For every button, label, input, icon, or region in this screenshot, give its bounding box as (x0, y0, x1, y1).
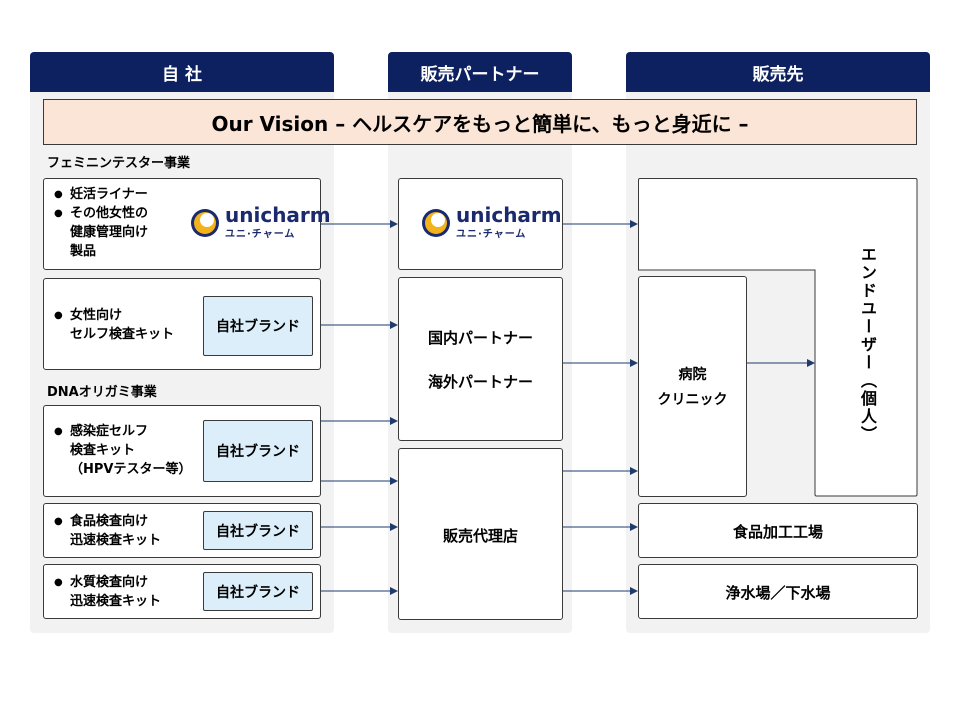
water-plant-label: 浄水場／下水場 (725, 584, 831, 602)
vision-banner: Our Vision – ヘルスケアをもっと簡単に、もっと身近に – (43, 99, 917, 145)
own-product-box-2: 女性向け セルフ検査キット 自社ブランド (43, 278, 321, 370)
domestic-partner-label: 国内パートナー (427, 329, 533, 347)
food-factory-box: 食品加工工場 (638, 503, 918, 558)
product-list: 水質検査向け 迅速検査キット (54, 573, 161, 611)
partner-unicharm-box: unicharm ユニ·チャーム (398, 178, 563, 270)
sales-partner-header: 販売パートナー (388, 52, 572, 92)
list-item: 妊活ライナー (54, 185, 148, 204)
logo-sub: ユニ·チャーム (225, 229, 296, 240)
own-product-box-5: 水質検査向け 迅速検査キット 自社ブランド (43, 564, 321, 619)
list-item: 女性向け セルフ検査キット (54, 306, 174, 344)
list-item: 食品検査向け 迅速検査キット (54, 512, 161, 550)
logo-word: unicharm (225, 203, 331, 227)
clinic-label: クリニック (657, 392, 728, 408)
own-brand-badge: 自社ブランド (203, 511, 313, 550)
partner-agency-box: 販売代理店 (398, 448, 563, 620)
end-user-box (638, 178, 918, 497)
own-brand-badge: 自社ブランド (203, 572, 313, 611)
logo-word: unicharm (456, 203, 562, 227)
unicharm-logo: unicharm ユニ·チャーム (190, 205, 331, 240)
food-factory-label: 食品加工工場 (732, 523, 823, 541)
end-user-label: エンドユーザー（個人） (858, 246, 877, 444)
hospital-label: 病院 (678, 367, 707, 383)
unicharm-logo: unicharm ユニ·チャーム (421, 205, 562, 240)
own-product-box-3: 感染症セルフ 検査キット （HPVテスター等） 自社ブランド (43, 405, 321, 497)
hospital-clinic-box: 病院 クリニック (638, 276, 747, 497)
sales-agency-label: 販売代理店 (442, 527, 518, 545)
overseas-partner-label: 海外パートナー (427, 373, 533, 391)
own-company-header: 自 社 (30, 52, 334, 92)
dna-section-label: DNAオリガミ事業 (47, 385, 157, 400)
product-list: 食品検査向け 迅速検査キット (54, 512, 161, 550)
logo-sub: ユニ·チャーム (456, 229, 527, 240)
list-item: その他女性の 健康管理向け 製品 (54, 204, 148, 261)
product-list: 妊活ライナー その他女性の 健康管理向け 製品 (54, 185, 148, 261)
product-list: 女性向け セルフ検査キット (54, 306, 174, 344)
femtech-section-label: フェミニンテスター事業 (47, 156, 191, 171)
own-brand-badge: 自社ブランド (203, 420, 313, 482)
unicharm-emblem-icon (422, 208, 450, 237)
product-list: 感染症セルフ 検査キット （HPVテスター等） (54, 422, 191, 479)
customer-header: 販売先 (626, 52, 930, 92)
list-item: 感染症セルフ 検査キット （HPVテスター等） (54, 422, 191, 479)
own-product-box-1: 妊活ライナー その他女性の 健康管理向け 製品 unicharm ユニ·チャーム (43, 178, 331, 270)
water-plant-box: 浄水場／下水場 (638, 564, 918, 619)
own-product-box-4: 食品検査向け 迅速検査キット 自社ブランド (43, 503, 321, 558)
own-brand-badge: 自社ブランド (203, 296, 313, 356)
unicharm-emblem-icon (191, 208, 219, 237)
list-item: 水質検査向け 迅速検査キット (54, 573, 161, 611)
partner-domestic-overseas-box: 国内パートナー 海外パートナー (398, 277, 563, 441)
